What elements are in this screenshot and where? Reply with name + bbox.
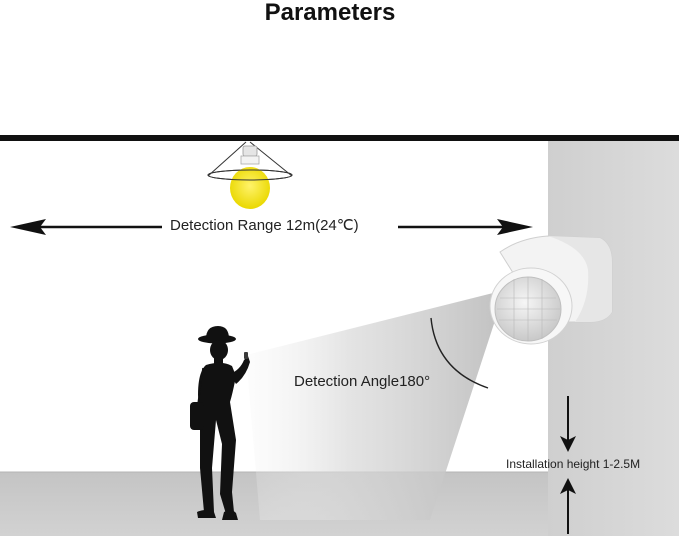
detection-angle-label: Detection Angle180° [294, 373, 431, 390]
detection-range-label: Detection Range 12m(24℃) [166, 216, 363, 234]
light-bulb-icon [207, 141, 293, 209]
arrow-right-icon [398, 219, 533, 235]
detection-beam [246, 290, 505, 520]
motion-sensor-icon [489, 235, 613, 345]
arrow-left-icon [10, 219, 162, 235]
wall [548, 140, 679, 536]
arrow-up-icon [560, 478, 576, 534]
ceiling-line [0, 135, 679, 141]
arrow-down-icon [560, 396, 576, 452]
angle-arc [430, 317, 489, 389]
installation-height-label: Installation height 1-2.5M [506, 457, 641, 471]
page-title: Parameters [264, 0, 396, 26]
person-silhouette-icon [190, 326, 250, 520]
